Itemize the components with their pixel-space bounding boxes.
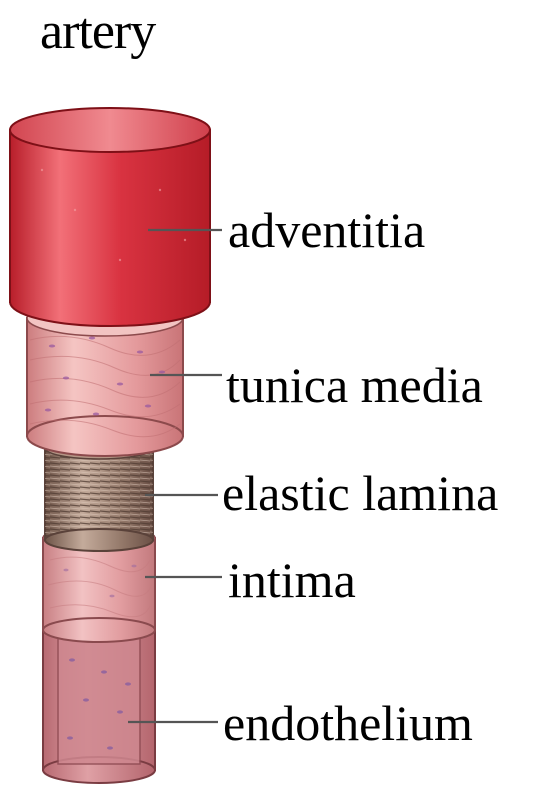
adventitia-layer (10, 108, 210, 326)
label-elastic-lamina: elastic lamina (222, 468, 498, 518)
label-adventitia: adventitia (228, 205, 425, 255)
label-tunica-media: tunica media (226, 360, 483, 410)
label-intima: intima (228, 555, 356, 605)
label-endothelium: endothelium (223, 698, 473, 748)
